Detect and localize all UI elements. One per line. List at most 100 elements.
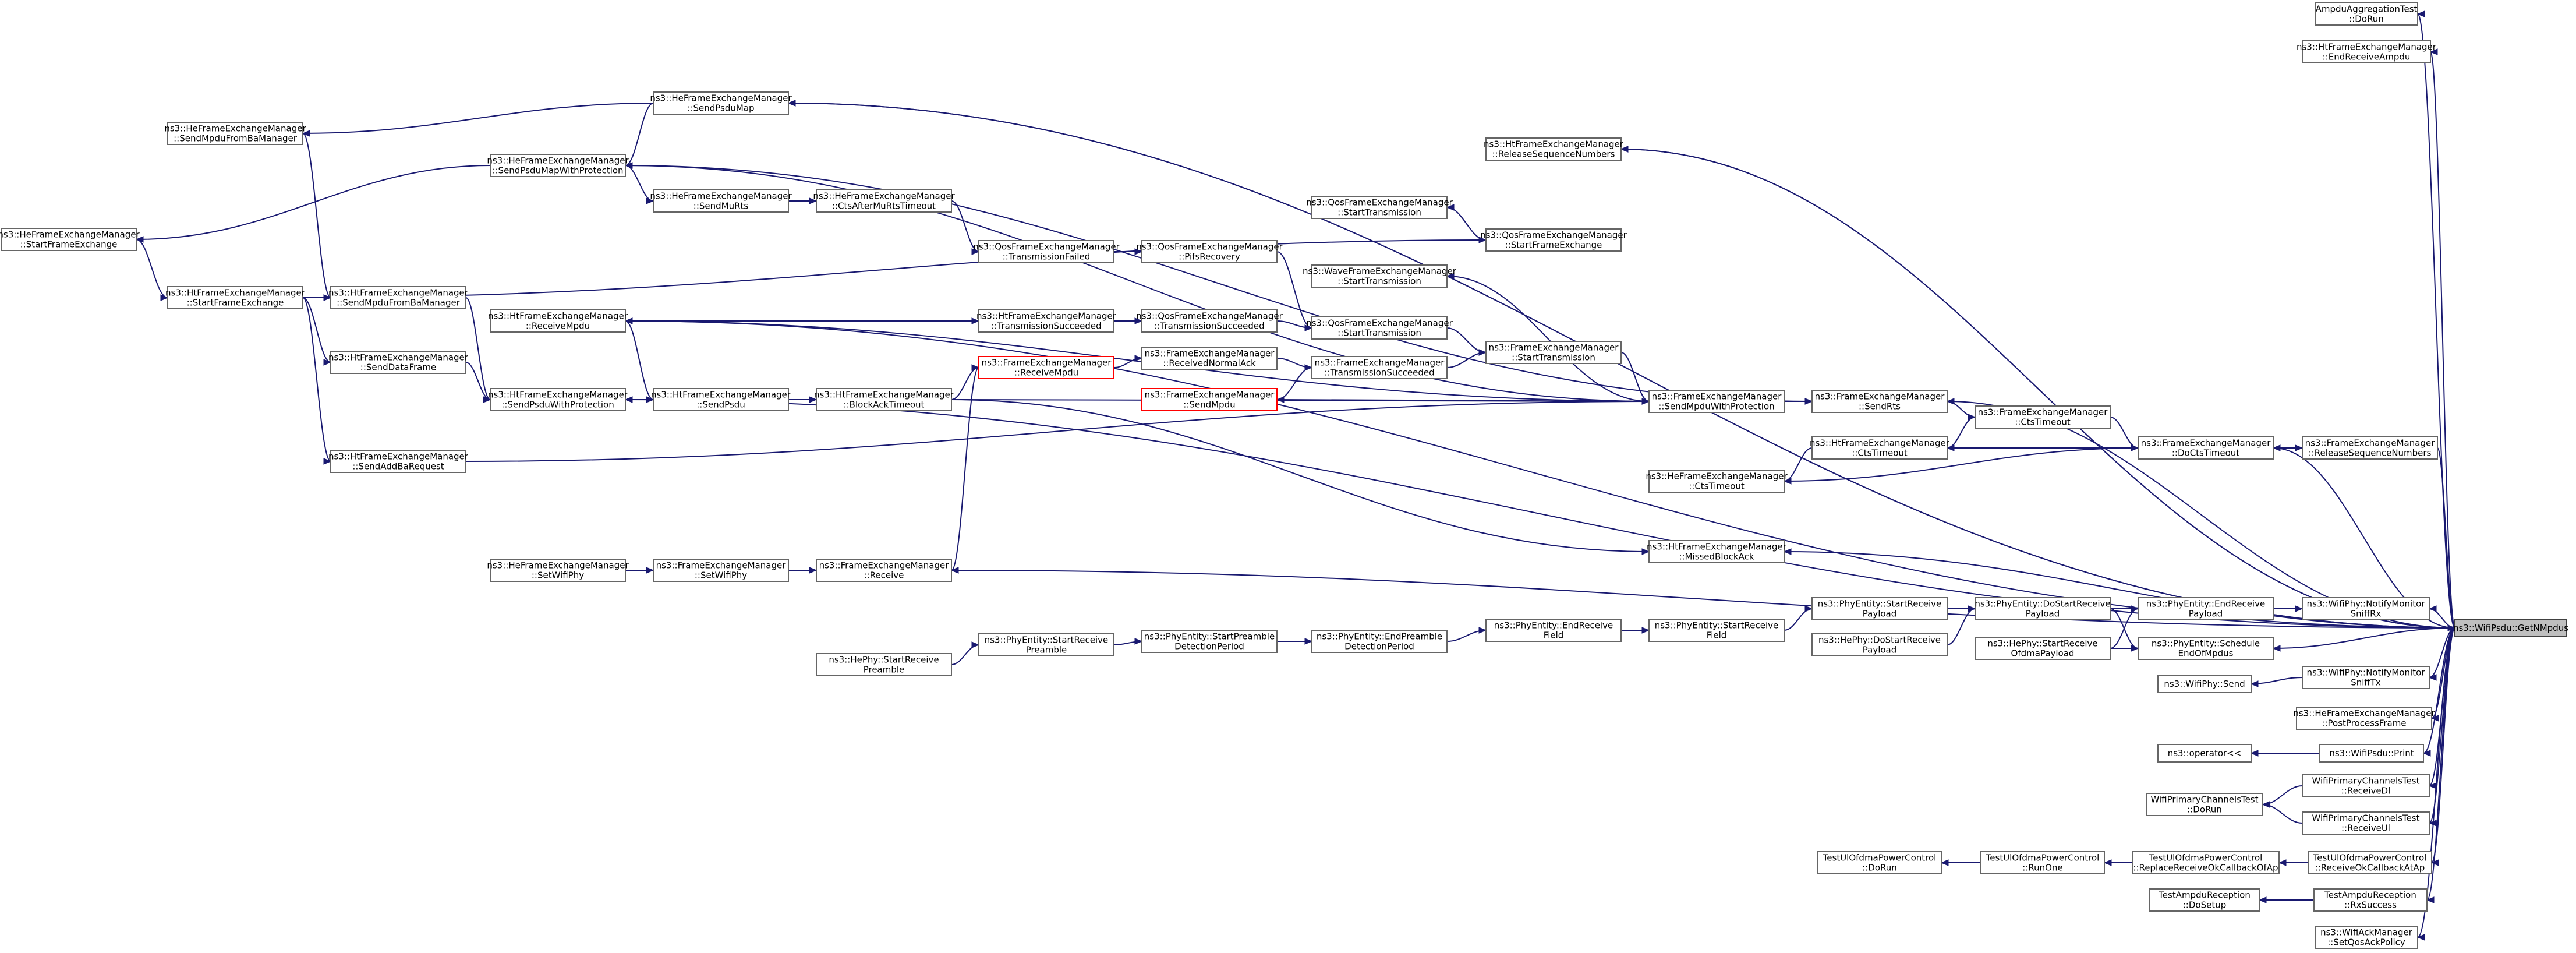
graph-node-fe-recv-normal-ack[interactable]: ns3::FrameExchangeManager::ReceivedNorma… — [1141, 347, 1278, 370]
node-box[interactable] — [2296, 707, 2432, 730]
graph-node-fe-receive[interactable]: ns3::FrameExchangeManager::Receive — [816, 559, 952, 582]
node-box[interactable] — [1975, 637, 2111, 660]
graph-node-ht-release-seq[interactable]: ns3::FrameExchangeManager::ReleaseSequen… — [2302, 436, 2438, 460]
graph-node-qos-tx-failed[interactable]: ns3::QosFrameExchangeManager::Transmissi… — [973, 240, 1120, 263]
node-box[interactable] — [1648, 540, 1785, 563]
node-box[interactable] — [1311, 630, 1448, 653]
graph-node-he-ctstimeout[interactable]: ns3::HeFrameExchangeManager::CtsTimeout — [1646, 470, 1788, 493]
node-box[interactable] — [816, 388, 952, 411]
graph-node-ht-sendpsdu[interactable]: ns3::HtFrameExchangeManager::SendPsdu — [651, 388, 791, 411]
node-box[interactable] — [1811, 436, 1948, 460]
graph-node-wifiack-setqos[interactable]: ns3::WifiAckManager::SetQosAckPolicy — [2315, 926, 2418, 949]
node-box[interactable] — [2138, 637, 2274, 660]
graph-node-qos-tx-succeeded[interactable]: ns3::QosFrameExchangeManager::Transmissi… — [1136, 309, 1283, 333]
node-box[interactable] — [1141, 240, 1278, 263]
graph-node-fe-sendmpdu-prot[interactable]: ns3::FrameExchangeManager::SendMpduWithP… — [1648, 390, 1785, 413]
node-box[interactable] — [1485, 228, 1622, 252]
graph-node-ht-endrx-ampdu[interactable]: ns3::HtFrameExchangeManager::EndReceiveA… — [2297, 40, 2437, 63]
node-box[interactable] — [2146, 793, 2263, 816]
graph-node-he-sendmpdu-fromba[interactable]: ns3::HeFrameExchangeManager::SendMpduFro… — [164, 122, 306, 145]
node-box[interactable] — [1, 228, 137, 251]
graph-node-ampdu-rx-success[interactable]: TestAmpduReception::RxSuccess — [2313, 888, 2428, 912]
node-box[interactable] — [1648, 470, 1785, 493]
graph-node-ht-sendmpdu-fromba[interactable]: ns3::HtFrameExchangeManager::SendMpduFro… — [328, 286, 469, 309]
node-box[interactable] — [1311, 264, 1448, 288]
graph-node-fe-sendmpdu[interactable]: ns3::FrameExchangeManager::SendMpdu — [1141, 388, 1278, 411]
graph-node-ht-ctstimeout[interactable]: ns3::HtFrameExchangeManager::CtsTimeout — [1810, 436, 1950, 460]
node-box[interactable] — [2302, 666, 2430, 689]
graph-node-phy-startpreamble[interactable]: ns3::PhyEntity::StartPreambleDetectionPe… — [1141, 630, 1278, 653]
node-box[interactable] — [653, 91, 789, 115]
graph-node-ht-start-fe[interactable]: ns3::HtFrameExchangeManager::StartFrameE… — [165, 286, 306, 309]
node-box[interactable] — [2302, 811, 2430, 835]
node-box[interactable] — [2319, 744, 2424, 763]
node-box[interactable] — [1311, 196, 1448, 219]
graph-node-fe-start-tx[interactable]: ns3::FrameExchangeManager::StartTransmis… — [1485, 341, 1622, 364]
node-box[interactable] — [816, 189, 952, 213]
node-box[interactable] — [1311, 356, 1448, 379]
node-box[interactable] — [490, 559, 626, 582]
graph-node-ht-sendpsdu-prot[interactable]: ns3::HtFrameExchangeManager::SendPsduWit… — [488, 388, 628, 411]
node-box[interactable] — [330, 286, 466, 309]
node-box[interactable] — [490, 388, 626, 411]
graph-node-wpc-receivedl[interactable]: WifiPrimaryChannelsTest::ReceiveDl — [2302, 774, 2430, 797]
graph-node-qos-start-fe[interactable]: ns3::QosFrameExchangeManager::StartFrame… — [1480, 228, 1627, 252]
node-box[interactable] — [1141, 630, 1278, 653]
node-box[interactable] — [1811, 597, 1948, 620]
node-box[interactable] — [978, 309, 1114, 333]
graph-node-ht-tx-succeeded[interactable]: ns3::HtFrameExchangeManager::Transmissio… — [976, 309, 1117, 333]
node-box[interactable] — [2157, 675, 2252, 693]
graph-node-fe-docts[interactable]: ns3::FrameExchangeManager::DoCtsTimeout — [2138, 436, 2274, 460]
graph-node-fe-tx-succeeded[interactable]: ns3::FrameExchangeManager::TransmissionS… — [1311, 356, 1448, 379]
graph-node-ul-receiveok-cb[interactable]: TestUlOfdmaPowerControl::ReceiveOkCallba… — [2308, 851, 2432, 874]
graph-node-he-cts-after-murts[interactable]: ns3::HeFrameExchangeManager::CtsAfterMuR… — [813, 189, 955, 213]
node-box[interactable] — [2138, 597, 2274, 620]
node-box[interactable] — [2315, 926, 2418, 949]
node-box[interactable] — [2302, 436, 2438, 460]
node-box[interactable] — [167, 286, 303, 309]
graph-node-ht-blockack-timeout[interactable]: ns3::HtFrameExchangeManager::BlockAckTim… — [814, 388, 954, 411]
node-box[interactable] — [816, 653, 952, 676]
node-box[interactable] — [978, 633, 1114, 656]
graph-node-ul-replace-cb[interactable]: TestUlOfdmaPowerControl::ReplaceReceiveO… — [2132, 851, 2280, 874]
graph-node-ht-sendaddba[interactable]: ns3::HtFrameExchangeManager::SendAddBaRe… — [328, 450, 469, 473]
graph-node-he-sendpsdumap-prot[interactable]: ns3::HeFrameExchangeManager::SendPsduMap… — [487, 154, 629, 177]
graph-node-he-sendmurts[interactable]: ns3::HeFrameExchangeManager::SendMuRts — [650, 189, 792, 213]
graph-node-fe-ctstimeout[interactable]: ns3::FrameExchangeManager::CtsTimeout — [1975, 405, 2111, 429]
node-box[interactable] — [1817, 851, 1942, 874]
node-box[interactable] — [1975, 597, 2111, 620]
node-box[interactable] — [167, 122, 303, 145]
node-box[interactable] — [1811, 390, 1948, 413]
node-box[interactable] — [1485, 341, 1622, 364]
node-box[interactable] — [2157, 744, 2252, 763]
node-box[interactable] — [2313, 888, 2428, 912]
node-box[interactable] — [1141, 388, 1278, 411]
node-box[interactable] — [2302, 597, 2430, 620]
node-box[interactable] — [2302, 774, 2430, 797]
node-box[interactable] — [1648, 619, 1785, 642]
node-box[interactable] — [978, 356, 1114, 379]
graph-node-ht-senddataframe[interactable]: ns3::HtFrameExchangeManager::SendDataFra… — [328, 351, 469, 374]
node-box[interactable] — [2149, 888, 2260, 912]
node-box[interactable] — [1485, 619, 1622, 642]
graph-node-ampdu-rx-setup[interactable]: TestAmpduReception::DoSetup — [2149, 888, 2260, 912]
graph-node-fe-setwifiphy[interactable]: ns3::FrameExchangeManager::SetWifiPhy — [653, 559, 789, 582]
graph-node-fe-receivempdu[interactable]: ns3::FrameExchangeManager::ReceiveMpdu — [978, 356, 1114, 379]
graph-node-wave-start-tx[interactable]: ns3::WaveFrameExchangeManager::StartTran… — [1303, 264, 1457, 288]
node-box[interactable] — [490, 309, 626, 333]
node-box[interactable] — [1980, 851, 2105, 874]
node-box[interactable] — [1975, 405, 2111, 429]
graph-node-operator-ll[interactable]: ns3::operator<< — [2157, 744, 2252, 763]
graph-node-ul-dorun[interactable]: TestUlOfdmaPowerControl::DoRun — [1817, 851, 1942, 874]
node-box[interactable] — [653, 388, 789, 411]
